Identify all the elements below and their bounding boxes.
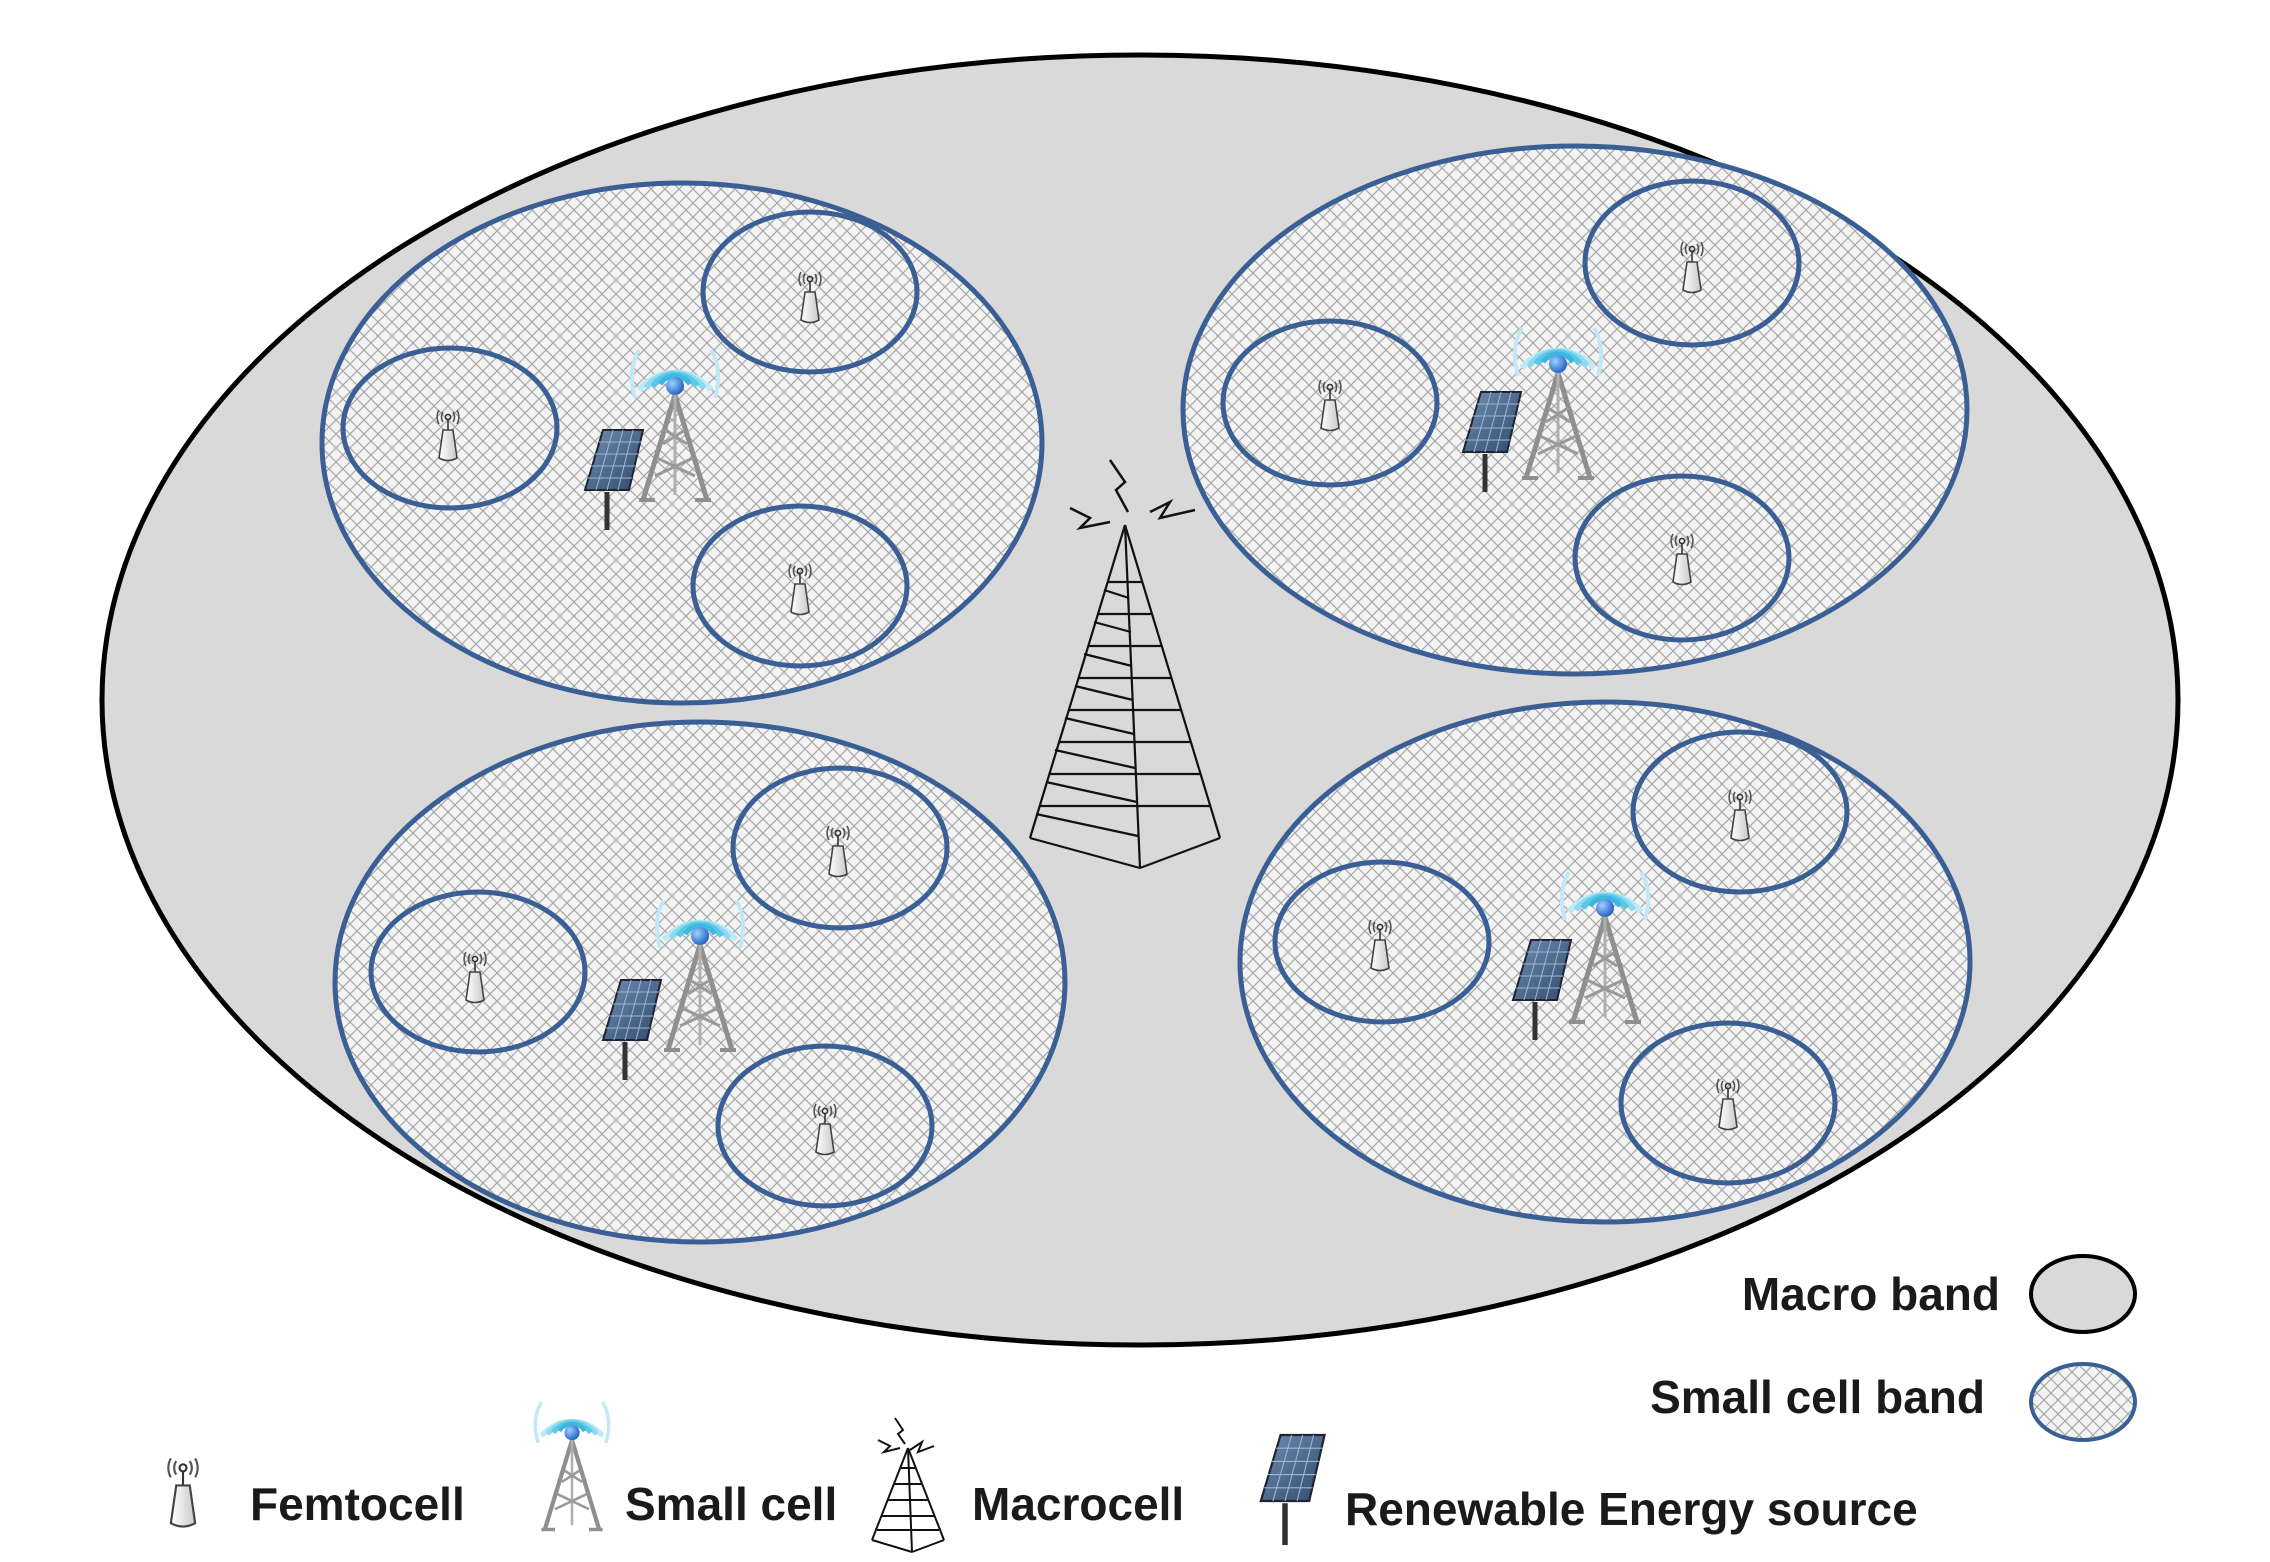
femtocell-coverage [1630,729,1850,895]
legend-small-cell-band-label: Small cell band [1650,1371,1985,1423]
legend-macrocell-label: Macrocell [972,1478,1184,1530]
femtocell-coverage [1582,178,1802,348]
small-cell-band-area [1180,143,1970,677]
femtocell-coverage [1572,473,1792,643]
legend-renewable-label: Renewable Energy source [1345,1483,1918,1535]
femtocell-coverage [730,765,950,931]
femtocell-coverage [1618,1020,1838,1186]
macrocell-tower [1028,459,1222,870]
femtocell-coverage [715,1043,935,1209]
small-cell-cluster-top-right [1180,143,1970,677]
femtocell-coverage [700,209,920,375]
legend-macro-band-label: Macro band [1742,1268,2000,1320]
femtocell-coverage [1220,318,1440,488]
femtocell-coverage [690,503,910,669]
small-cell-band-area [319,180,1045,706]
legend-macrocell-icon [871,1417,945,1553]
femtocell-coverage [368,889,588,1055]
legend-bands: Macro band Small cell band [1650,1254,2137,1442]
small-cell-band-swatch [2029,1362,2137,1442]
legend-small-cell-icon [535,1402,608,1530]
small-cell-cluster-top-left [319,180,1045,706]
femtocell-coverage [1272,859,1492,1025]
legend-solar-panel-icon [1261,1435,1325,1545]
small-cell-cluster-bottom-right [1237,699,1973,1225]
legend-femtocell-label: Femtocell [250,1478,465,1530]
femtocell-coverage [340,345,560,511]
small-cell-cluster-bottom-left [332,719,1068,1245]
legend-femtocell-icon [167,1457,199,1528]
macro-band-swatch [2029,1254,2137,1334]
legend-small-cell-label: Small cell [625,1478,837,1530]
legend-icons: Femtocell Small cell Macrocell Renewable… [167,1402,1918,1553]
